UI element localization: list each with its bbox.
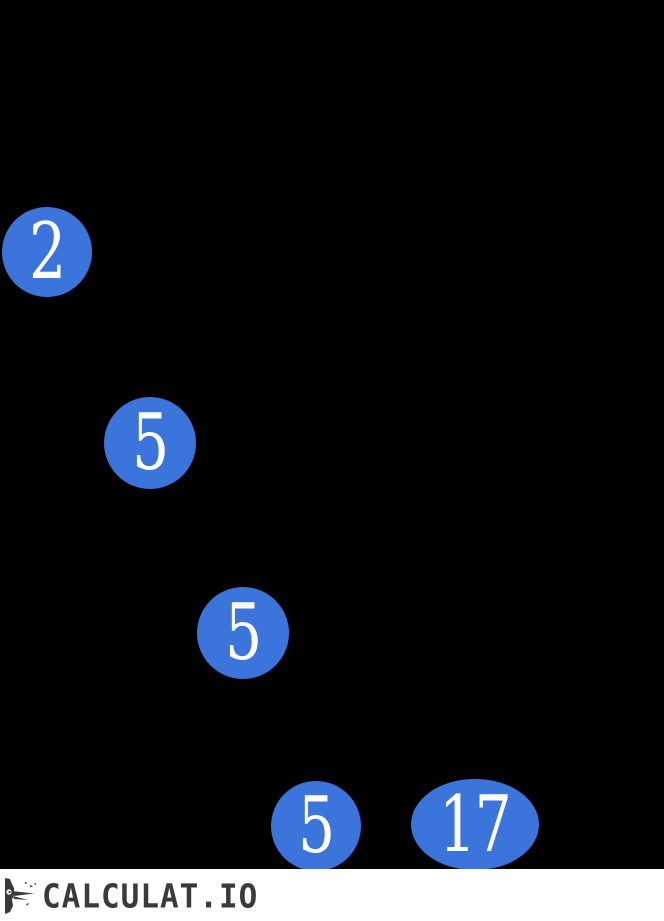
prime-factor-node: 2 xyxy=(2,207,92,297)
prime-factor-value: 5 xyxy=(225,588,262,678)
prime-factor-value: 5 xyxy=(298,781,335,871)
prime-factor-value: 5 xyxy=(132,398,169,488)
watermark-logo-text: CALCULAT.IO xyxy=(42,877,259,916)
prime-factor-value: 2 xyxy=(29,207,66,297)
prime-factor-node: 17 xyxy=(411,779,539,870)
prime-factor-node: 5 xyxy=(271,781,361,871)
prime-factor-node: 5 xyxy=(197,587,289,679)
prime-factor-value: 17 xyxy=(439,779,512,870)
crow-icon xyxy=(4,878,40,914)
prime-factor-node: 5 xyxy=(104,397,196,489)
watermark-bar: CALCULAT.IO xyxy=(0,869,664,921)
